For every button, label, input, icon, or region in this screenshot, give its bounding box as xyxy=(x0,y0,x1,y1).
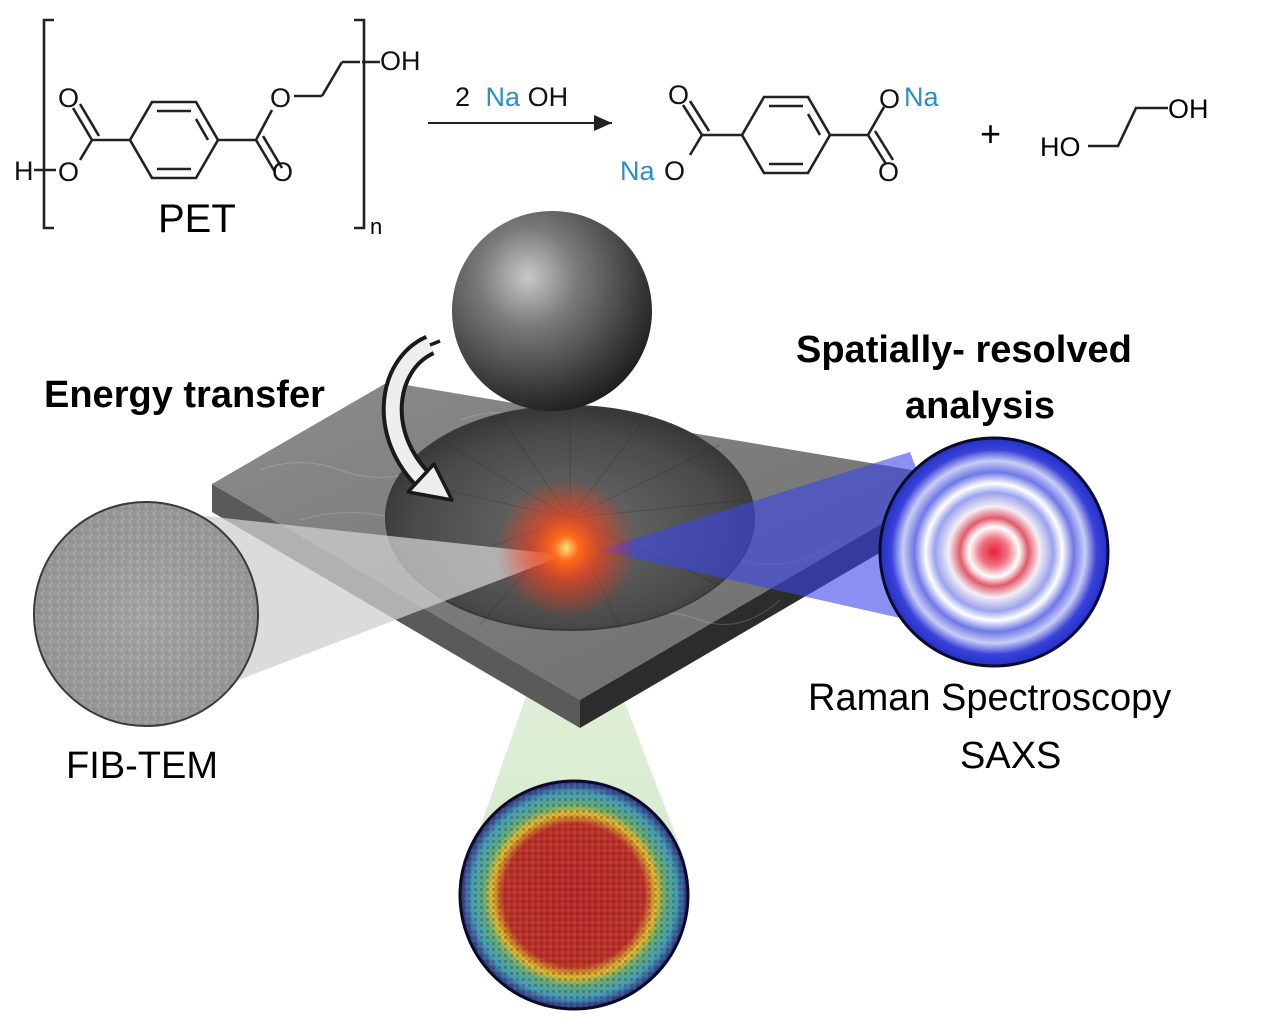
reagent-count: 2 xyxy=(455,82,470,112)
product-sodium-right: Na xyxy=(904,82,939,112)
ester-oxygen-right: O xyxy=(270,83,291,113)
fib-tem-beam xyxy=(150,510,565,710)
disodium-terephthalate xyxy=(681,95,895,175)
energy-transfer-arrow xyxy=(381,334,454,502)
end-group-h: H xyxy=(14,156,34,186)
carbonyl-oxygen-left: O xyxy=(58,83,79,113)
fib-tem-label: FIB-TEM xyxy=(66,745,218,787)
svg-text:2 Na OH: 2 Na OH xyxy=(455,82,568,112)
pet-atom-labels: H O O O O OH xyxy=(14,46,421,187)
product-oxygen-right: O xyxy=(879,84,900,114)
fib-tem-micrograph xyxy=(33,501,259,727)
ester-oxygen-left: O xyxy=(58,157,79,187)
glycol-ho: HO xyxy=(1040,132,1081,162)
product-atom-labels: O Na O O Na O xyxy=(620,80,939,187)
reagent-hydroxide: OH xyxy=(528,82,569,112)
right-bracket xyxy=(354,18,366,230)
left-bracket xyxy=(42,18,54,230)
reagent-sodium: Na xyxy=(486,82,521,112)
reaction-arrow: 2 Na OH xyxy=(428,82,612,131)
pet-structure xyxy=(34,18,380,230)
bottom-heatmap xyxy=(458,779,690,1011)
carbonyl-oxygen-right: O xyxy=(272,157,293,187)
raman-label: Raman Spectroscopy xyxy=(808,677,1171,719)
spatially-resolved-label-line2: analysis xyxy=(905,385,1055,427)
end-group-oh: OH xyxy=(380,46,421,76)
raman-beam xyxy=(598,452,980,636)
energy-transfer-label: Energy transfer xyxy=(44,374,325,416)
repeat-subscript: n xyxy=(370,214,382,239)
ethylene-glycol: HO OH xyxy=(1040,94,1209,162)
product-oxygen-left: O xyxy=(664,156,685,186)
saxs-label: SAXS xyxy=(960,735,1061,777)
product-carbonyl-o-left: O xyxy=(668,80,689,110)
impact-hotspot xyxy=(496,478,636,618)
plus-sign: + xyxy=(980,113,1001,154)
impact-sphere xyxy=(452,211,652,411)
pet-label: PET xyxy=(158,197,236,241)
product-sodium-left: Na xyxy=(620,156,655,186)
spatially-resolved-label-line1: Spatially- resolved xyxy=(796,329,1132,371)
raman-saxs-pattern xyxy=(878,436,1110,668)
glycol-oh: OH xyxy=(1168,94,1209,124)
product-carbonyl-o-right: O xyxy=(878,157,899,187)
